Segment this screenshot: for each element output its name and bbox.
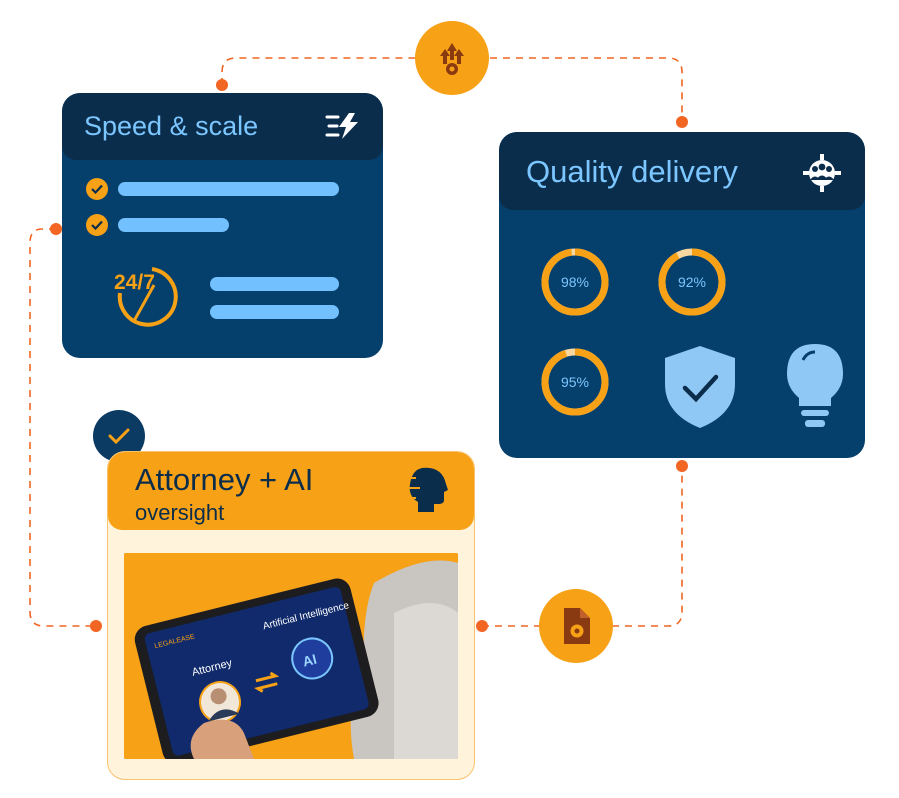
speed-card-title: Speed & scale xyxy=(84,111,259,141)
connector-dot xyxy=(216,79,228,91)
quality-card-title: Quality delivery xyxy=(526,154,738,189)
attorney-card-subtitle: oversight xyxy=(135,500,225,525)
quality-delivery-card: Quality delivery 98% 92% xyxy=(499,132,865,458)
placeholder-bar xyxy=(118,218,229,232)
placeholder-bar xyxy=(210,305,339,319)
lightbulb-icon xyxy=(787,344,843,427)
metric-ring: 98% xyxy=(539,246,611,318)
metric-ring-arc xyxy=(541,348,609,416)
metric-ring-arc xyxy=(541,248,609,316)
metric-label: 92% xyxy=(677,274,707,290)
connector-dot xyxy=(90,620,102,632)
speed-scale-card: Speed & scale 24/7 xyxy=(62,93,383,358)
connector-dot xyxy=(476,620,488,632)
check-icon xyxy=(86,178,108,200)
metric-ring-arc xyxy=(658,248,726,316)
connector-dot xyxy=(676,460,688,472)
attorney-card-title: Attorney + AI xyxy=(135,462,314,497)
check-icon xyxy=(108,428,130,444)
metric-label: 95% xyxy=(560,374,590,390)
metric-ring: 95% xyxy=(539,346,611,418)
document-gear-icon xyxy=(564,608,590,644)
metric-ring: 92% xyxy=(656,246,728,318)
brain-circuit-icon xyxy=(400,467,448,512)
team-gear-icon xyxy=(803,154,841,192)
growth-gear-orb xyxy=(415,21,489,95)
attorney-card-header: Attorney + AI oversight xyxy=(108,452,474,530)
connector-dot xyxy=(50,223,62,235)
tablet-photo: LEGALEASE Attorney Artificial Intelligen… xyxy=(124,553,458,759)
bolt-icon xyxy=(325,113,358,139)
growth-gear-icon xyxy=(440,43,464,75)
tablet-ai-badge: AI xyxy=(301,651,318,670)
clock-247-icon: 24/7 xyxy=(114,267,178,327)
placeholder-bar xyxy=(118,182,339,196)
placeholder-bar xyxy=(210,277,339,291)
connector-dot xyxy=(676,116,688,128)
shield-check-icon xyxy=(665,346,735,428)
clock-247-text: 24/7 xyxy=(114,271,155,294)
metric-label: 98% xyxy=(560,274,590,290)
check-icon xyxy=(86,214,108,236)
quality-card-header: Quality delivery xyxy=(499,132,865,210)
document-gear-orb xyxy=(539,589,613,663)
attorney-ai-card: Attorney + AI oversight LEGALEASE Attorn… xyxy=(107,451,475,780)
speed-card-header: Speed & scale xyxy=(62,93,383,160)
